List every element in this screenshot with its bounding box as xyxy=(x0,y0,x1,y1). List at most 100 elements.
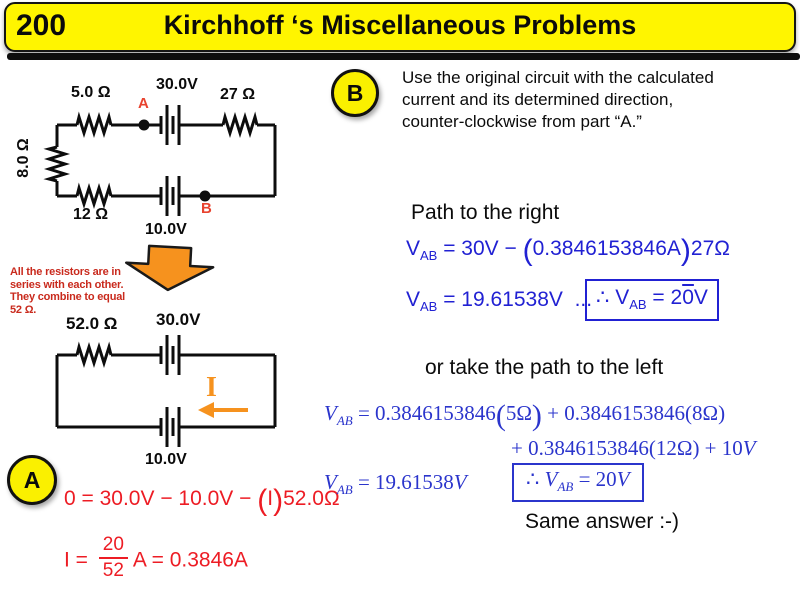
eq-left-2: + 0.3846153846(12Ω) + 10V xyxy=(511,436,756,461)
eq-text: A = 0.3846A xyxy=(132,548,248,572)
battery-30v-icon xyxy=(159,105,181,145)
eq-text: 5Ω xyxy=(505,401,532,425)
wire xyxy=(55,353,277,429)
eq-text: + 0.3846153846(8Ω) xyxy=(541,401,726,425)
eq-text: 0.3846153846A xyxy=(532,237,681,260)
numerator: 20 xyxy=(98,535,128,559)
subscript: AB xyxy=(420,299,438,314)
eq-text: = 2 xyxy=(646,286,683,309)
resistor-52ohm-icon xyxy=(75,341,113,369)
answer-box-2: ∴ VAB = 20V xyxy=(512,463,644,502)
eq-text: V xyxy=(324,401,337,425)
instruction-line: Use the original circuit with the calcul… xyxy=(402,68,714,87)
eq-text: V xyxy=(453,470,467,494)
page-number: 200 xyxy=(16,9,67,42)
part-b-badge: B xyxy=(331,69,379,117)
eq-text: V xyxy=(616,467,630,491)
eq-left-3: VAB = 19.61538V xyxy=(324,470,467,498)
battery-10v-icon xyxy=(159,407,181,447)
eq-text: V xyxy=(324,470,337,494)
title-banner xyxy=(4,2,796,52)
label-30v-2: 30.0V xyxy=(156,310,201,329)
label-10v: 10.0V xyxy=(145,221,187,238)
eq-text: V xyxy=(406,288,421,311)
rounded-digit: 0 xyxy=(682,286,694,309)
resistor-5ohm-icon xyxy=(75,111,113,139)
instruction-line: counter-clockwise from part “A.” xyxy=(402,112,642,131)
paren: ( xyxy=(257,484,268,517)
node-a-dot xyxy=(138,119,150,131)
eq-text: 52.0Ω xyxy=(283,487,340,510)
heading-path-right: Path to the right xyxy=(411,201,560,224)
label-52ohm: 52.0 Ω xyxy=(66,314,118,333)
part-b-instruction: Use the original circuit with the calcul… xyxy=(402,67,714,133)
annotation-line: They combine to equal xyxy=(10,291,125,303)
eq-text: = 30V − xyxy=(437,237,523,260)
current-label: I xyxy=(206,372,217,403)
down-arrow-icon xyxy=(125,244,215,292)
eq-text: ... xyxy=(574,288,593,311)
eq-right-2: VAB = 19.61538V ... xyxy=(406,288,592,314)
combined-circuit-diagram xyxy=(55,335,277,447)
paren: ) xyxy=(531,399,542,432)
eq-text: I = xyxy=(64,548,94,572)
paren: ( xyxy=(495,399,506,432)
eq-right-1: VAB = 30V − (0.3846153846A)27Ω xyxy=(406,236,730,266)
series-annotation: All the resistors are in series with eac… xyxy=(10,266,125,316)
paren: ) xyxy=(273,484,284,517)
eq-text: = 0.3846153846 xyxy=(352,401,496,425)
eq-text: V xyxy=(615,286,630,309)
subscript: AB xyxy=(336,413,353,428)
annotation-line: 52 Ω. xyxy=(10,303,37,316)
eq-part-a-1: 0 = 30.0V − 10.0V − (I)52.0Ω xyxy=(64,486,340,516)
battery-10v-icon xyxy=(159,176,181,216)
node-b-dot xyxy=(199,190,211,202)
same-answer-text: Same answer :-) xyxy=(525,510,680,533)
label-5ohm: 5.0 Ω xyxy=(71,84,111,101)
wire xyxy=(55,123,277,198)
eq-text: = 19.61538V xyxy=(437,288,563,311)
divider-bar xyxy=(7,53,800,60)
eq-text: V xyxy=(406,237,421,260)
label-27ohm: 27 Ω xyxy=(220,86,256,103)
page-title: Kirchhoff ‘s Miscellaneous Problems xyxy=(163,10,637,40)
eq-left-1: VAB = 0.3846153846(5Ω) + 0.3846153846(8Ω… xyxy=(324,401,725,431)
paren: ( xyxy=(522,234,533,267)
label-12ohm: 12 Ω xyxy=(73,206,109,223)
eq-text: I xyxy=(267,487,274,510)
eq-text: ∴ xyxy=(596,286,616,309)
eq-text: 27Ω xyxy=(690,237,730,260)
current-arrow-icon xyxy=(198,402,248,418)
node-b-label: B xyxy=(201,200,212,217)
eq-text: = 20 xyxy=(573,467,617,491)
subscript: AB xyxy=(629,297,647,312)
annotation-line: All the resistors are in xyxy=(10,266,121,278)
eq-text: = 19.61538 xyxy=(352,470,454,494)
subscript: AB xyxy=(336,482,353,497)
denominator: 52 xyxy=(102,559,124,581)
paren: ) xyxy=(680,234,691,267)
subscript: AB xyxy=(557,479,574,494)
heading-path-left: or take the path to the left xyxy=(425,356,664,379)
node-a-label: A xyxy=(138,95,149,112)
original-circuit-diagram xyxy=(43,105,277,216)
instruction-line: current and its determined direction, xyxy=(402,90,674,109)
resistor-8ohm-icon xyxy=(43,145,71,183)
answer-box-1: ∴ VAB = 20V xyxy=(585,279,719,321)
part-a-badge: A xyxy=(7,455,57,505)
resistor-12ohm-icon xyxy=(75,182,113,210)
eq-text: V xyxy=(544,467,558,491)
subscript: AB xyxy=(420,248,438,263)
label-30v-top: 30.0V xyxy=(156,76,198,93)
label-8ohm: 8.0 Ω xyxy=(15,138,32,178)
eq-text: 0 = 30.0V − 10.0V − xyxy=(64,487,258,510)
eq-text: V xyxy=(742,436,756,460)
eq-text: + 0.3846153846(12Ω) + 10 xyxy=(511,436,743,460)
label-10v-2: 10.0V xyxy=(145,451,187,468)
annotation-line: series with each other. xyxy=(10,278,124,291)
battery-30v-icon xyxy=(159,335,181,375)
eq-text: V xyxy=(693,286,708,309)
resistor-27ohm-icon xyxy=(221,111,259,139)
